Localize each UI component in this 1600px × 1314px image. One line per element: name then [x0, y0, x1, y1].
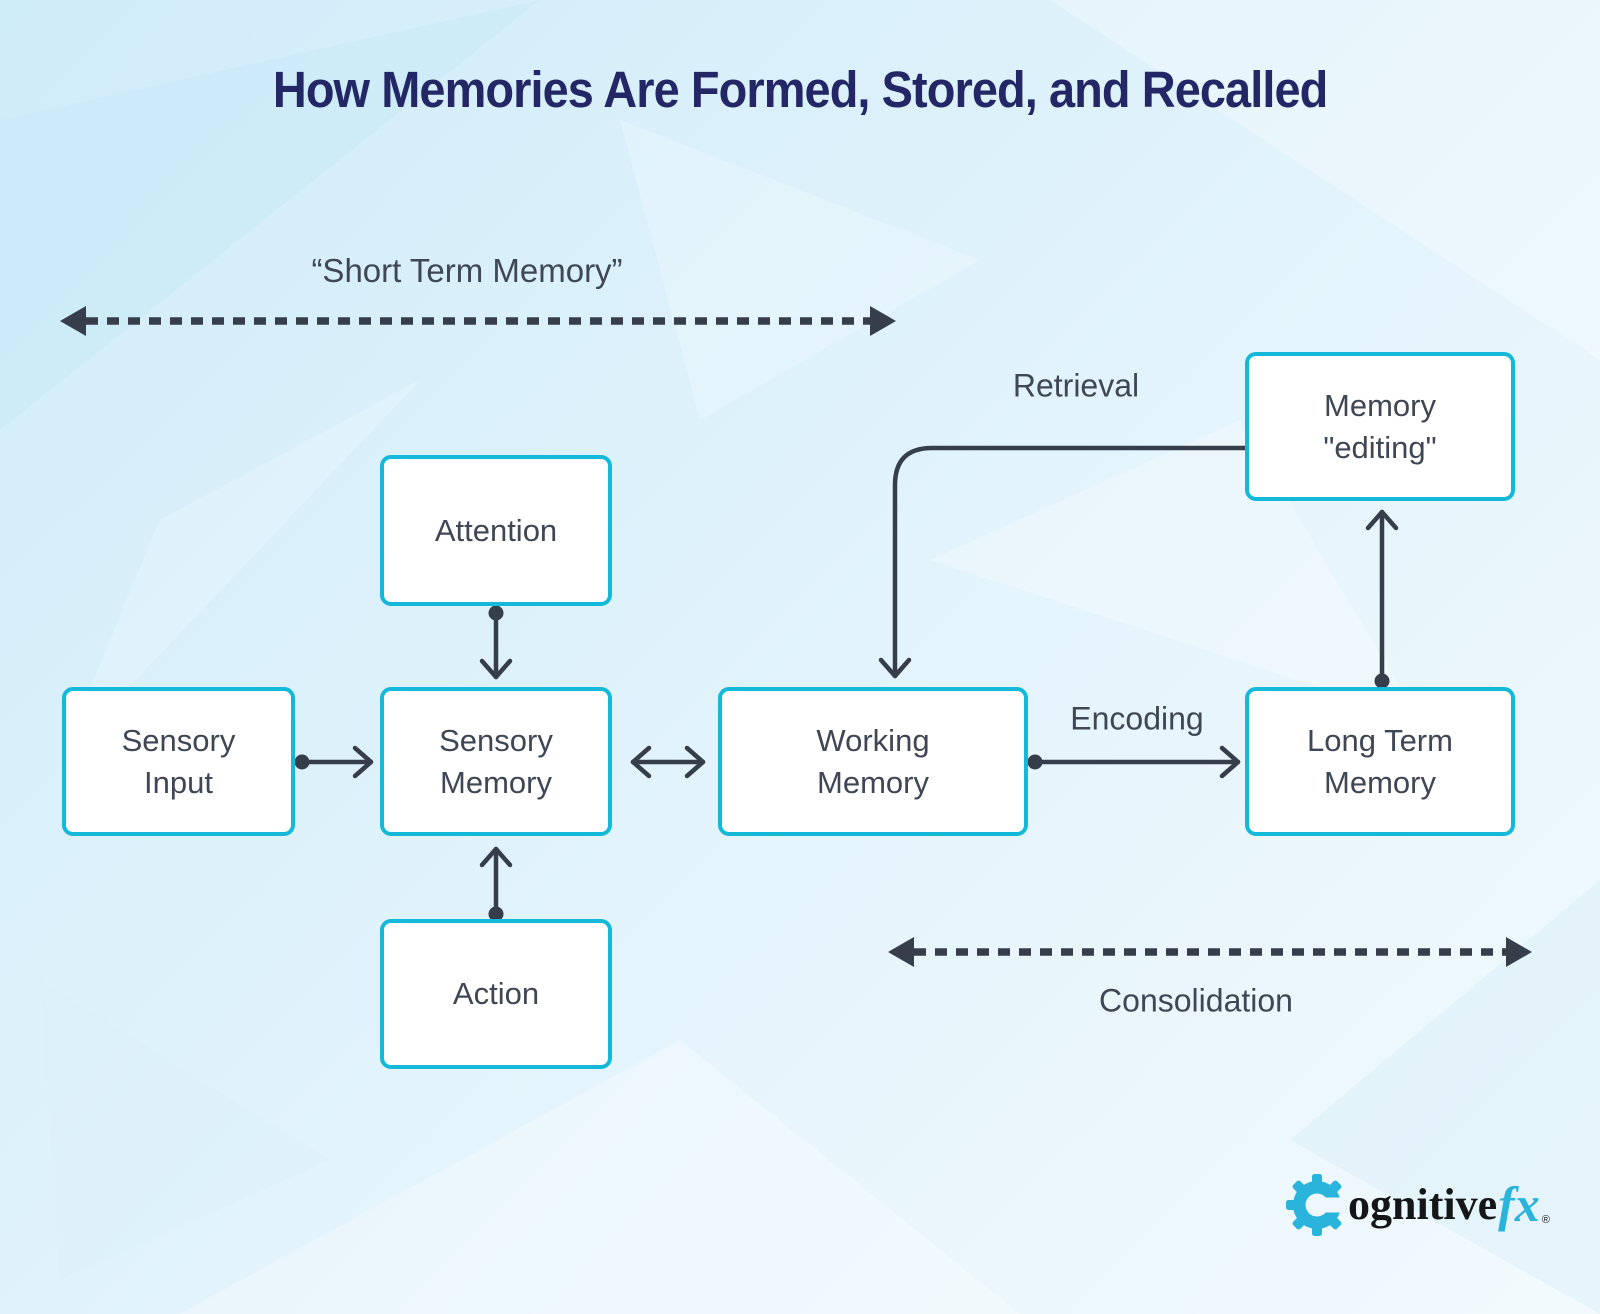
edge-sensory-input-to-sensory-memory: [294, 745, 374, 779]
node-label: Sensory Input: [121, 722, 236, 800]
page-title: How Memories Are Formed, Stored, and Rec…: [272, 61, 1328, 118]
edge-action-to-sensory-memory: [479, 846, 513, 922]
short-term-span-arrow: [60, 306, 896, 336]
edge-attention-to-sensory-memory: [479, 605, 513, 680]
node-working-memory: Working Memory: [718, 687, 1028, 836]
node-label: Memory "editing": [1323, 387, 1437, 465]
edge-long-term-to-memory-editing: [1365, 509, 1399, 689]
node-memory-editing: Memory "editing": [1245, 352, 1515, 501]
edge-sensory-memory-working-memory: [630, 745, 706, 779]
node-label: Attention: [434, 512, 558, 548]
edge-encoding: [1027, 745, 1241, 779]
label-retrieval: Retrieval: [1012, 367, 1140, 404]
node-attention: Attention: [380, 455, 612, 606]
node-action: Action: [380, 919, 612, 1069]
node-sensory-input: Sensory Input: [62, 687, 295, 836]
label-encoding: Encoding: [1070, 700, 1204, 737]
consolidation-span-arrow: [888, 937, 1532, 967]
node-label: Working Memory: [816, 722, 930, 800]
node-label: Sensory Memory: [439, 722, 553, 800]
node-label: Long Term Memory: [1307, 722, 1453, 800]
label-consolidation: Consolidation: [1099, 982, 1293, 1019]
gear-c-icon: [1286, 1174, 1354, 1236]
node-label: Action: [452, 976, 540, 1012]
node-long-term-memory: Long Term Memory: [1245, 687, 1515, 836]
logo-word: ognitive: [1348, 1179, 1498, 1229]
edge-retrieval: [878, 440, 1262, 679]
label-short-term-memory: “Short Term Memory”: [311, 252, 623, 289]
node-sensory-memory: Sensory Memory: [380, 687, 612, 836]
logo-fx: fx: [1498, 1176, 1540, 1232]
logo-registered-mark: ®: [1541, 1214, 1550, 1226]
